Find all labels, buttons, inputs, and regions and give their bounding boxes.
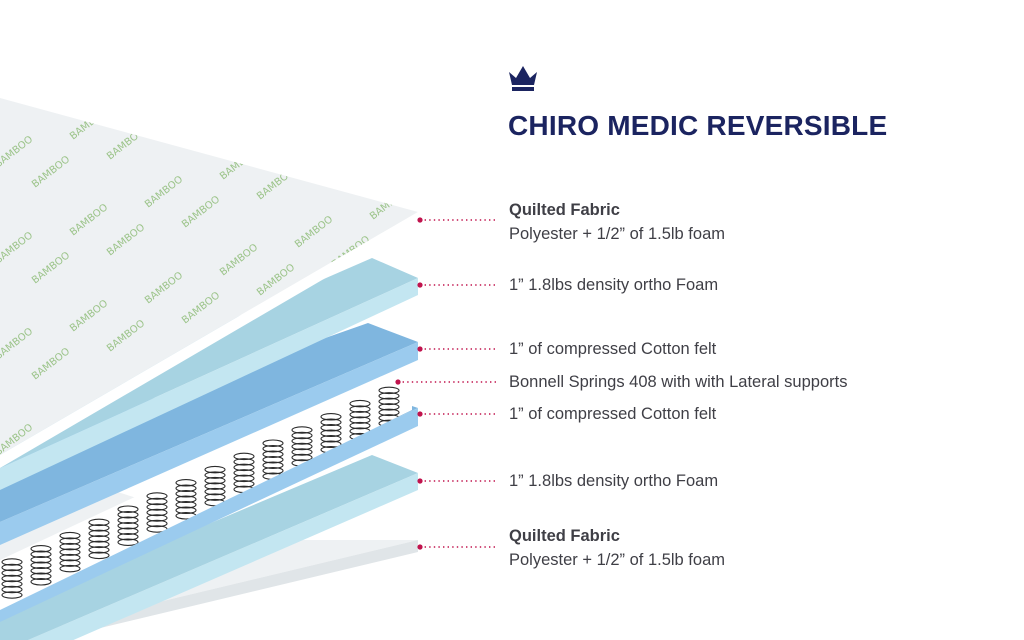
leader-dot (417, 282, 423, 288)
bamboo-print-text: BAMBOO (180, 98, 222, 134)
top-foam-layer (0, 258, 418, 490)
spring-coil (204, 465, 226, 507)
bamboo-print-text: BAMBOO (480, 0, 522, 22)
spring-coil (262, 439, 284, 480)
top-felt-layer (0, 323, 418, 545)
spring-coil (175, 479, 197, 520)
layer-name: Quilted Fabric (509, 201, 620, 219)
bamboo-print-text: BAMBOO (293, 118, 335, 154)
spring-coil (320, 413, 342, 454)
bamboo-print-text: BAMBOO (443, 0, 485, 2)
bamboo-print-text: BAMBOO (405, 14, 447, 50)
bamboo-print-text: BAMBOO (330, 138, 372, 174)
layer-label-5: 1” of compressed Cotton felt (509, 402, 716, 426)
leader-dot (417, 478, 423, 484)
leader-dot (417, 411, 423, 417)
leader-dot (395, 379, 401, 385)
leader-dot (417, 346, 423, 352)
spring-coil (117, 505, 139, 546)
layer-leader-lines (395, 217, 496, 550)
layer-label-1: Quilted Fabric Polyester + 1/2” of 1.5lb… (509, 198, 725, 246)
spring-coil (30, 545, 52, 586)
layer-detail: Polyester + 1/2” of 1.5lb foam (509, 551, 725, 569)
spring-coil (349, 399, 371, 441)
bamboo-print-text: BAMBOO (105, 30, 147, 66)
bamboo-print-text: BAMBOO (330, 42, 372, 78)
bottom-foam-layer (0, 455, 418, 640)
bonnell-springs-block (0, 372, 412, 610)
layer-detail: 1” of compressed Cotton felt (509, 405, 717, 423)
leader-dot (417, 544, 423, 550)
bamboo-print-text: BAMBOO (518, 34, 560, 70)
layer-name: Quilted Fabric (509, 527, 620, 545)
bamboo-print-text: BAMBOO (368, 0, 410, 30)
spring-coil (146, 492, 168, 533)
bamboo-print-text: BAMBOO (293, 22, 335, 58)
layer-label-3: 1” of compressed Cotton felt (509, 337, 716, 361)
bamboo-print-text: BAMBOO (405, 110, 447, 146)
layer-label-7: Quilted Fabric Polyester + 1/2” of 1.5lb… (509, 524, 725, 572)
bamboo-print-text: BAMBOO (255, 0, 297, 10)
crown-icon (509, 66, 537, 91)
bamboo-print-text: BAMBOO (255, 70, 297, 106)
layer-detail: Bonnell Springs 408 with with Lateral su… (509, 373, 848, 391)
bamboo-print-text: BAMBOO (368, 90, 410, 126)
bamboo-print-text: BAMBOO (180, 2, 222, 38)
bamboo-print-text: BAMBOO (443, 254, 485, 290)
spring-coil (233, 452, 255, 494)
bamboo-print-text: BAMBOO (443, 62, 485, 98)
product-title: CHIRO MEDIC REVERSIBLE (508, 110, 888, 141)
layer-detail: 1” 1.8lbs density ortho Foam (509, 472, 719, 490)
layer-label-2: 1” 1.8lbs density ortho Foam (509, 273, 718, 297)
layer-detail: 1” of compressed Cotton felt (509, 340, 717, 358)
leader-dot (417, 217, 423, 223)
layer-detail: Polyester + 1/2” of 1.5lb foam (509, 225, 725, 243)
bamboo-print-text: BAMBOO (30, 58, 72, 94)
layer-detail: 1” 1.8lbs density ortho Foam (509, 276, 719, 294)
spring-coil (88, 518, 110, 560)
layer-label-6: 1” 1.8lbs density ortho Foam (509, 469, 718, 493)
spring-coil (59, 531, 81, 573)
bamboo-print-text: BAMBOO (443, 158, 485, 194)
bamboo-print-text: BAMBOO (143, 78, 185, 114)
layer-label-4: Bonnell Springs 408 with with Lateral su… (509, 370, 847, 394)
spring-coil (1, 558, 23, 599)
bamboo-print-text: BAMBOO (218, 50, 260, 86)
